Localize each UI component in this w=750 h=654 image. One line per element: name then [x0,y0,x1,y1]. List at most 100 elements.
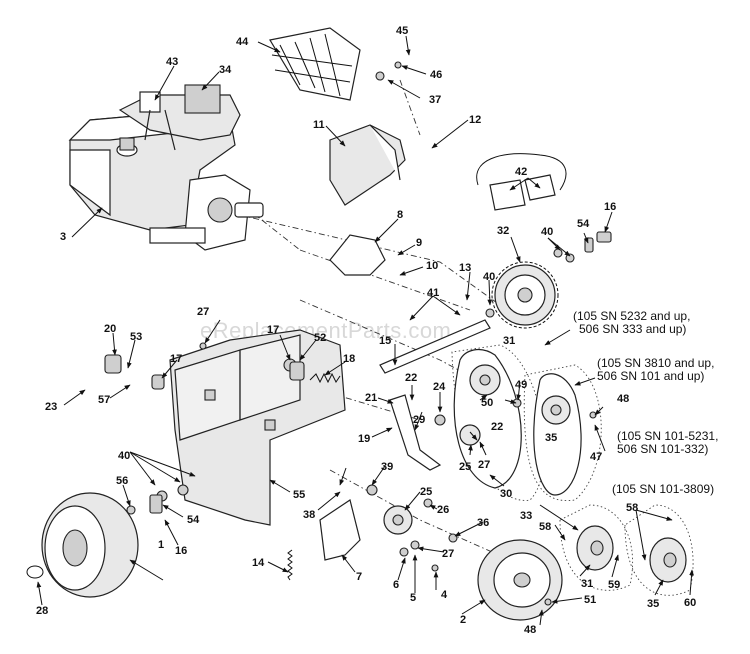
callout-7: 7 [356,571,362,583]
callout-15: 15 [379,335,391,347]
callout-50: 50 [481,397,493,409]
callout-16a: 16 [604,201,616,213]
callout-58a: 58 [539,521,551,533]
callout-28: 28 [36,605,48,617]
note-4: (105 SN 101-3809) [612,482,714,496]
callout-42: 42 [515,166,527,178]
callout-11: 11 [313,119,325,131]
callout-48a: 48 [617,393,629,405]
bracket [329,234,386,276]
shaft [379,319,491,374]
lever [389,394,442,471]
tension-spring [287,549,293,581]
callout-17b: 17 [170,353,182,365]
callout-54b: 54 [187,514,200,526]
callout-56: 56 [116,475,128,487]
pulley-31-lower [576,525,614,571]
callout-43: 43 [166,56,178,68]
drive-belt-left [453,348,522,489]
callout-22a: 22 [405,372,417,384]
frame [169,329,346,526]
callout-49: 49 [515,379,527,391]
callout-44: 44 [236,36,249,48]
callout-36: 36 [477,517,489,529]
idler-arm [319,499,361,561]
callout-1: 1 [158,539,164,551]
spring [309,372,341,384]
engine [68,84,264,251]
callout-30: 30 [500,488,512,500]
leader-lines [36,35,694,626]
callout-2: 2 [460,614,466,626]
callout-35a: 35 [545,432,557,444]
callout-20: 20 [104,323,116,335]
callout-38: 38 [303,509,315,521]
callout-26: 26 [437,504,449,516]
callout-40c: 40 [118,450,130,462]
callout-39: 39 [381,461,393,473]
note-1-line-2: 506 SN 333 and up) [579,322,686,336]
callout-6: 6 [393,579,399,591]
callout-27a: 27 [197,306,209,318]
large-pulley [477,539,563,621]
callout-25b: 25 [420,486,432,498]
callout-13: 13 [459,262,471,274]
pulley-35-lower [649,537,687,583]
callout-16b: 16 [175,545,187,557]
callout-54a: 54 [577,218,590,230]
callout-40a: 40 [483,271,495,283]
belt-cover [329,124,406,206]
callout-14: 14 [252,557,265,569]
note-3-line-1: (105 SN 101-5231, [617,429,718,443]
wheel [26,492,139,598]
note-3-line-2: 506 SN 101-332) [617,442,708,456]
gear [491,261,559,329]
callout-47: 47 [590,451,602,463]
callout-25a: 25 [459,461,471,473]
callout-22b: 22 [491,421,503,433]
callout-53: 53 [130,331,142,343]
callout-18: 18 [343,353,355,365]
callout-19: 19 [358,433,370,445]
callout-46: 46 [430,69,442,81]
callout-12: 12 [469,114,481,126]
callout-10: 10 [426,260,438,272]
callout-52: 52 [314,332,326,344]
callout-59: 59 [608,579,620,591]
pulley-25 [383,505,413,535]
callout-27c: 27 [442,548,454,560]
callout-34: 34 [219,64,232,76]
callout-41: 41 [427,287,439,299]
callout-60: 60 [684,597,696,609]
note-2-line-1: (105 SN 3810 and up, [597,356,714,370]
callout-51: 51 [584,594,596,606]
callout-37: 37 [429,94,441,106]
callout-31a: 31 [503,335,515,347]
fasteners [104,61,612,606]
drive-belt-right [533,373,582,496]
serial-notes: (105 SN 5232 and up, 506 SN 333 and up) … [573,309,718,496]
callout-40b: 40 [541,226,553,238]
callout-57: 57 [98,394,110,406]
callout-3: 3 [60,231,66,243]
callout-5: 5 [410,592,416,604]
note-1-line-1: (105 SN 5232 and up, [573,309,690,323]
callout-29: 29 [413,414,425,426]
callout-33: 33 [520,510,532,522]
callout-45: 45 [396,25,408,37]
note-2-line-2: 506 SN 101 and up) [597,369,704,383]
callout-35b: 35 [647,598,659,610]
callout-32: 32 [497,225,509,237]
basket [269,27,361,101]
callout-27b: 27 [478,459,490,471]
callout-58b: 58 [626,502,638,514]
callout-48b: 48 [524,624,536,636]
callout-55: 55 [293,489,305,501]
callout-4: 4 [441,589,448,601]
callout-21: 21 [365,392,377,404]
callout-9: 9 [416,237,422,249]
callout-24: 24 [433,381,446,393]
callout-8: 8 [397,209,403,221]
callout-23: 23 [45,401,57,413]
